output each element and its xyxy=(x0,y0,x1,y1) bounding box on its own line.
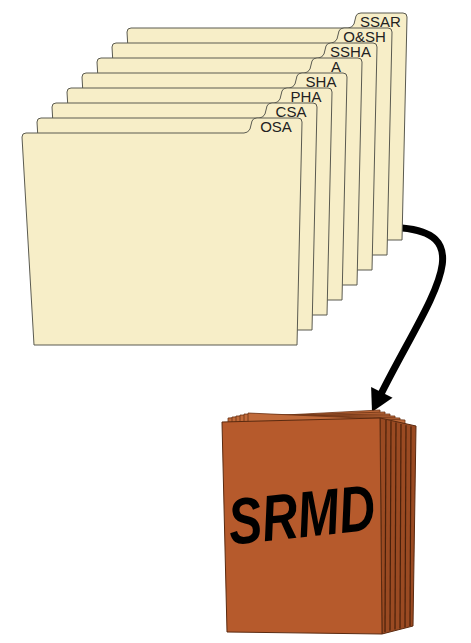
folder-shape xyxy=(22,118,302,345)
arrowhead xyxy=(371,387,392,412)
file-box: SRMD xyxy=(222,412,417,634)
box-pleat xyxy=(395,423,396,630)
tab-label: SHA xyxy=(306,74,337,89)
box-pleat xyxy=(400,424,401,629)
tab-label: OSA xyxy=(260,119,292,134)
tab-label: A xyxy=(331,59,341,74)
curved-arrow xyxy=(371,228,443,412)
box-pleat xyxy=(390,421,391,631)
tab-label: O&SH xyxy=(343,29,386,44)
arrow-line xyxy=(381,228,443,394)
folder-outline xyxy=(22,118,302,345)
file-folder: OSA xyxy=(22,118,302,345)
tab-label: PHA xyxy=(291,89,322,104)
box-label: SRMD xyxy=(225,475,378,555)
tab-label: SSHA xyxy=(330,44,371,59)
tab-label: SSAR xyxy=(360,14,401,29)
box-side xyxy=(380,418,416,634)
box-front xyxy=(222,418,382,634)
box-pleat xyxy=(410,427,411,627)
box-pleat xyxy=(385,420,386,632)
box-pleat xyxy=(405,425,406,627)
tab-label: CSA xyxy=(276,104,307,119)
